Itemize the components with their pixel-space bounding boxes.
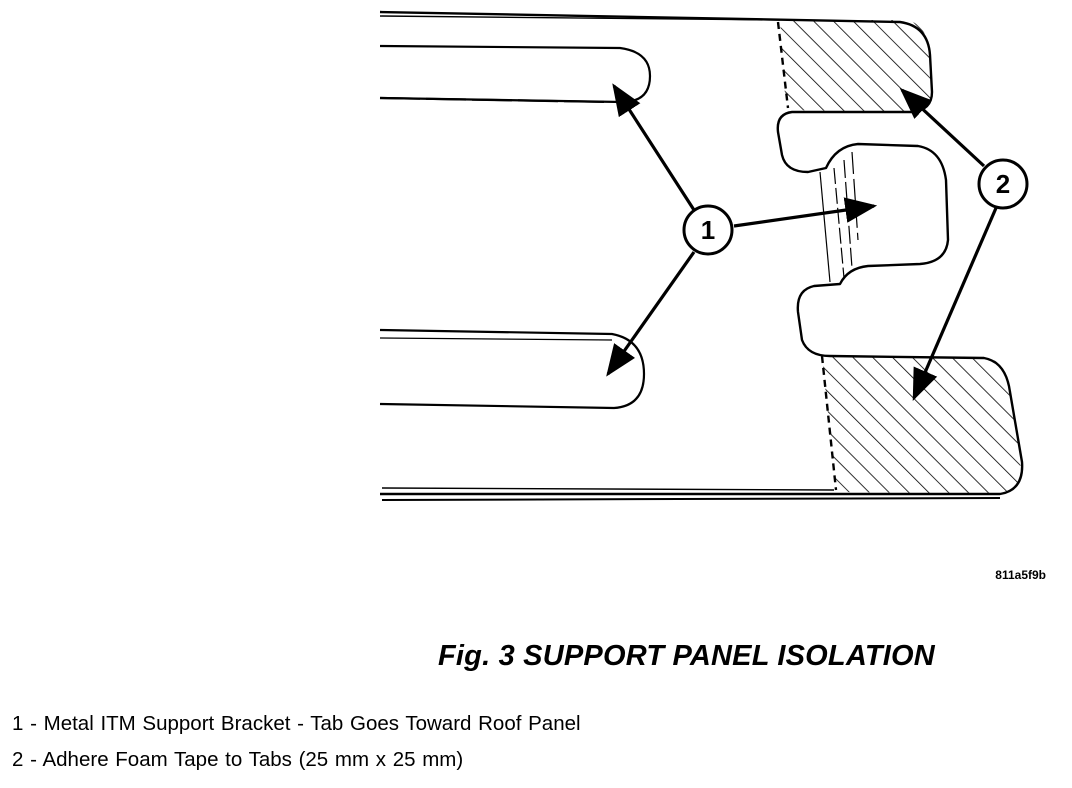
callout-1: 1 (682, 204, 734, 256)
leader-1-lower (606, 251, 696, 377)
support-panel-diagram: 1 2 (379, 10, 1029, 501)
bend-line-upper (776, 21, 790, 109)
leader-1-upper (612, 83, 696, 211)
bottom-edge-line-lower (381, 497, 1001, 501)
figure-caption: Fig. 3 SUPPORT PANEL ISOLATION (438, 640, 935, 672)
foam-tape-upper (780, 20, 932, 112)
top-edge-line (379, 15, 781, 21)
legend-item-1: 1 - Metal ITM Support Bracket - Tab Goes… (12, 712, 581, 735)
tab-bend-line-4 (851, 151, 859, 241)
tab-bend-line-1 (819, 171, 831, 283)
legend-item-2: 2 - Adhere Foam Tape to Tabs (25 mm x 25… (12, 748, 464, 771)
tab-bend-line-3 (843, 159, 853, 269)
bend-line-lower (820, 355, 838, 491)
bracket-outline (379, 10, 1024, 496)
tab-bend-line-2 (833, 167, 845, 279)
lower-slot (379, 328, 646, 410)
leader-2-upper (899, 87, 986, 168)
figure-code: 811a5f9b (995, 568, 1046, 582)
callout-2: 2 (977, 158, 1029, 210)
callout-2-number: 2 (996, 169, 1010, 199)
leader-2-lower (912, 207, 998, 401)
legend: 1 - Metal ITM Support Bracket - Tab Goes… (12, 708, 1052, 780)
leader-1-middle (733, 197, 878, 228)
lower-slot-edge (379, 337, 613, 341)
callout-1-number: 1 (701, 215, 715, 245)
bottom-edge-line (381, 487, 835, 491)
upper-slot-dash (379, 96, 611, 104)
foam-tape-lower (822, 356, 1021, 494)
upper-slot (379, 44, 652, 104)
